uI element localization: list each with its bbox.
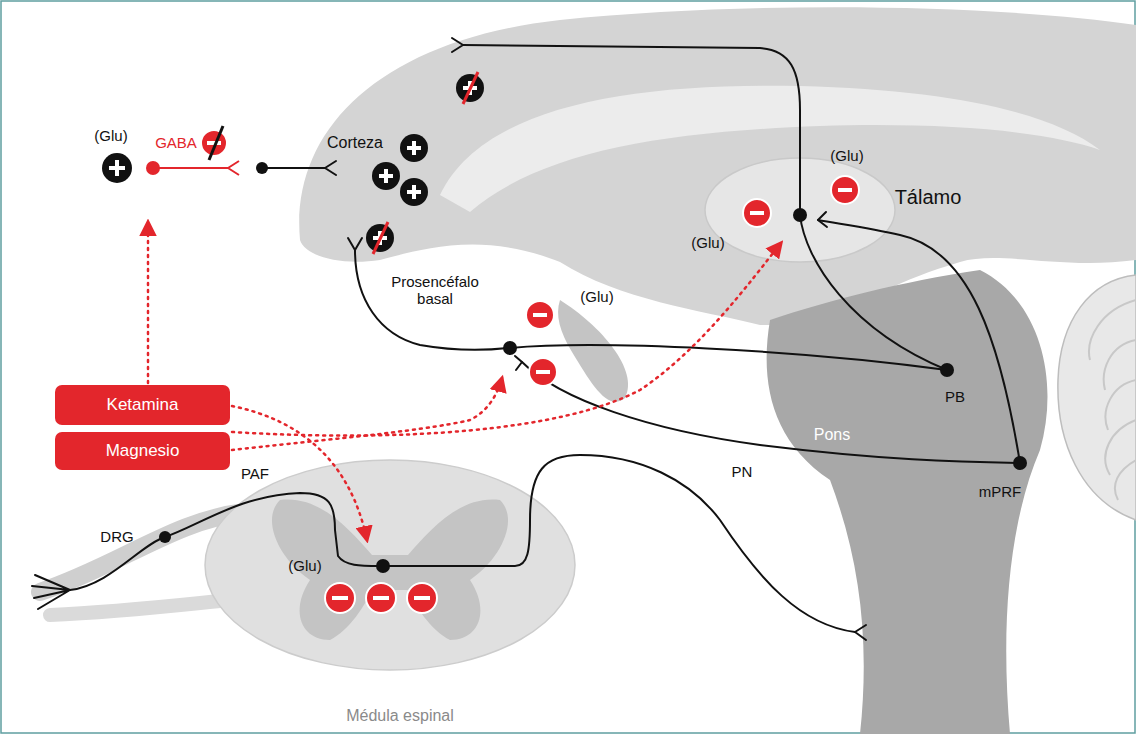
terminal-fork [348, 238, 362, 250]
minus-sign [414, 596, 430, 600]
terminal-fork [818, 212, 827, 227]
block-slash [373, 222, 388, 254]
plus-circle [400, 134, 428, 162]
neurotransmitter-label: GABA [155, 134, 197, 151]
cortical-axon [262, 167, 325, 169]
minus-circle [743, 199, 771, 227]
region-label: Tálamo [895, 186, 962, 209]
ventral-root [50, 600, 230, 615]
basal-pb-fibre [510, 345, 947, 370]
inhibition-symbols [201, 126, 859, 613]
terminal-fork [855, 625, 866, 640]
grey-matter [272, 500, 508, 640]
minus-circle [529, 358, 557, 386]
neuron-lines [32, 38, 1020, 640]
cell-body [376, 559, 390, 573]
neurotransmitter-label: (Glu) [288, 557, 321, 574]
thalamus-pb-fibre [800, 215, 947, 370]
neurotransmitter-label: (Glu) [691, 234, 724, 251]
minus-circle [407, 583, 437, 613]
afferent-fibre [70, 493, 380, 590]
basal-cortex-fibre [355, 250, 508, 350]
cell-body [503, 341, 517, 355]
minus-sign [373, 596, 389, 600]
hypothalamus [558, 300, 628, 402]
cerebellum [1058, 275, 1136, 520]
cell-body [940, 363, 954, 377]
minus-sign [750, 211, 764, 215]
drug-box: Magnesio [55, 432, 230, 470]
gaba-cell-body [146, 161, 160, 175]
cell-body [256, 162, 268, 174]
cell-body [793, 208, 807, 222]
region-label: Médula espinal [346, 707, 454, 725]
drug-action-arrows [148, 222, 781, 540]
plus-sign [109, 160, 125, 176]
minus-sign [536, 370, 550, 374]
drug-name: Ketamina [107, 395, 179, 415]
action-arrow [232, 378, 502, 450]
cell-body [1013, 456, 1027, 470]
drug-name: Magnesio [106, 441, 180, 461]
action-arrow [147, 222, 150, 383]
mprf-basal-fibre [522, 362, 1020, 463]
nucleus-label: PB [945, 388, 965, 405]
fibre-label: PN [732, 463, 753, 480]
plus-circle [372, 162, 400, 190]
minus-circle [831, 176, 859, 204]
afferent-endings [32, 575, 70, 609]
terminal-fork [515, 356, 522, 370]
plus-circle [400, 178, 428, 206]
nucleus-label: mPRF [979, 483, 1022, 500]
ganglion-label: DRG [100, 528, 133, 545]
thalamocortical-fibre [463, 45, 800, 210]
minus-circle [526, 301, 554, 329]
plus-sign [407, 185, 421, 199]
cell-bodies [159, 162, 1027, 573]
neurotransmitter-label: (Glu) [580, 288, 613, 305]
minus-sign [332, 596, 348, 600]
minus-circle [201, 130, 227, 156]
drug-box: Ketamina [55, 385, 230, 425]
minus-sign [838, 188, 852, 192]
fibre-label: PAF [241, 465, 269, 482]
cerebellum-folia [1089, 300, 1136, 500]
neurotransmitter-label: (Glu) [830, 147, 863, 164]
minus-sign [533, 313, 547, 317]
projection-fibre [383, 455, 855, 632]
terminal-fork [452, 38, 463, 52]
plus-circle [102, 153, 132, 183]
plus-sign [379, 169, 393, 183]
region-label: Pons [814, 426, 850, 444]
block-slash [209, 126, 223, 160]
action-arrow [232, 406, 367, 540]
cell-body [159, 531, 171, 543]
block-slash [463, 72, 478, 104]
minus-circle [325, 583, 355, 613]
excitation-symbols [102, 72, 484, 254]
minus-circle [366, 583, 396, 613]
gaba-axon [153, 161, 239, 175]
cerebrum [299, 7, 1136, 325]
terminal-fork [325, 161, 336, 175]
region-label: Prosencéfalo basal [380, 273, 490, 308]
neurotransmitter-label: (Glu) [94, 127, 127, 144]
action-arrow [232, 243, 781, 436]
plus-sign [407, 141, 421, 155]
brainstem [767, 270, 1048, 734]
region-label: Corteza [327, 134, 383, 152]
